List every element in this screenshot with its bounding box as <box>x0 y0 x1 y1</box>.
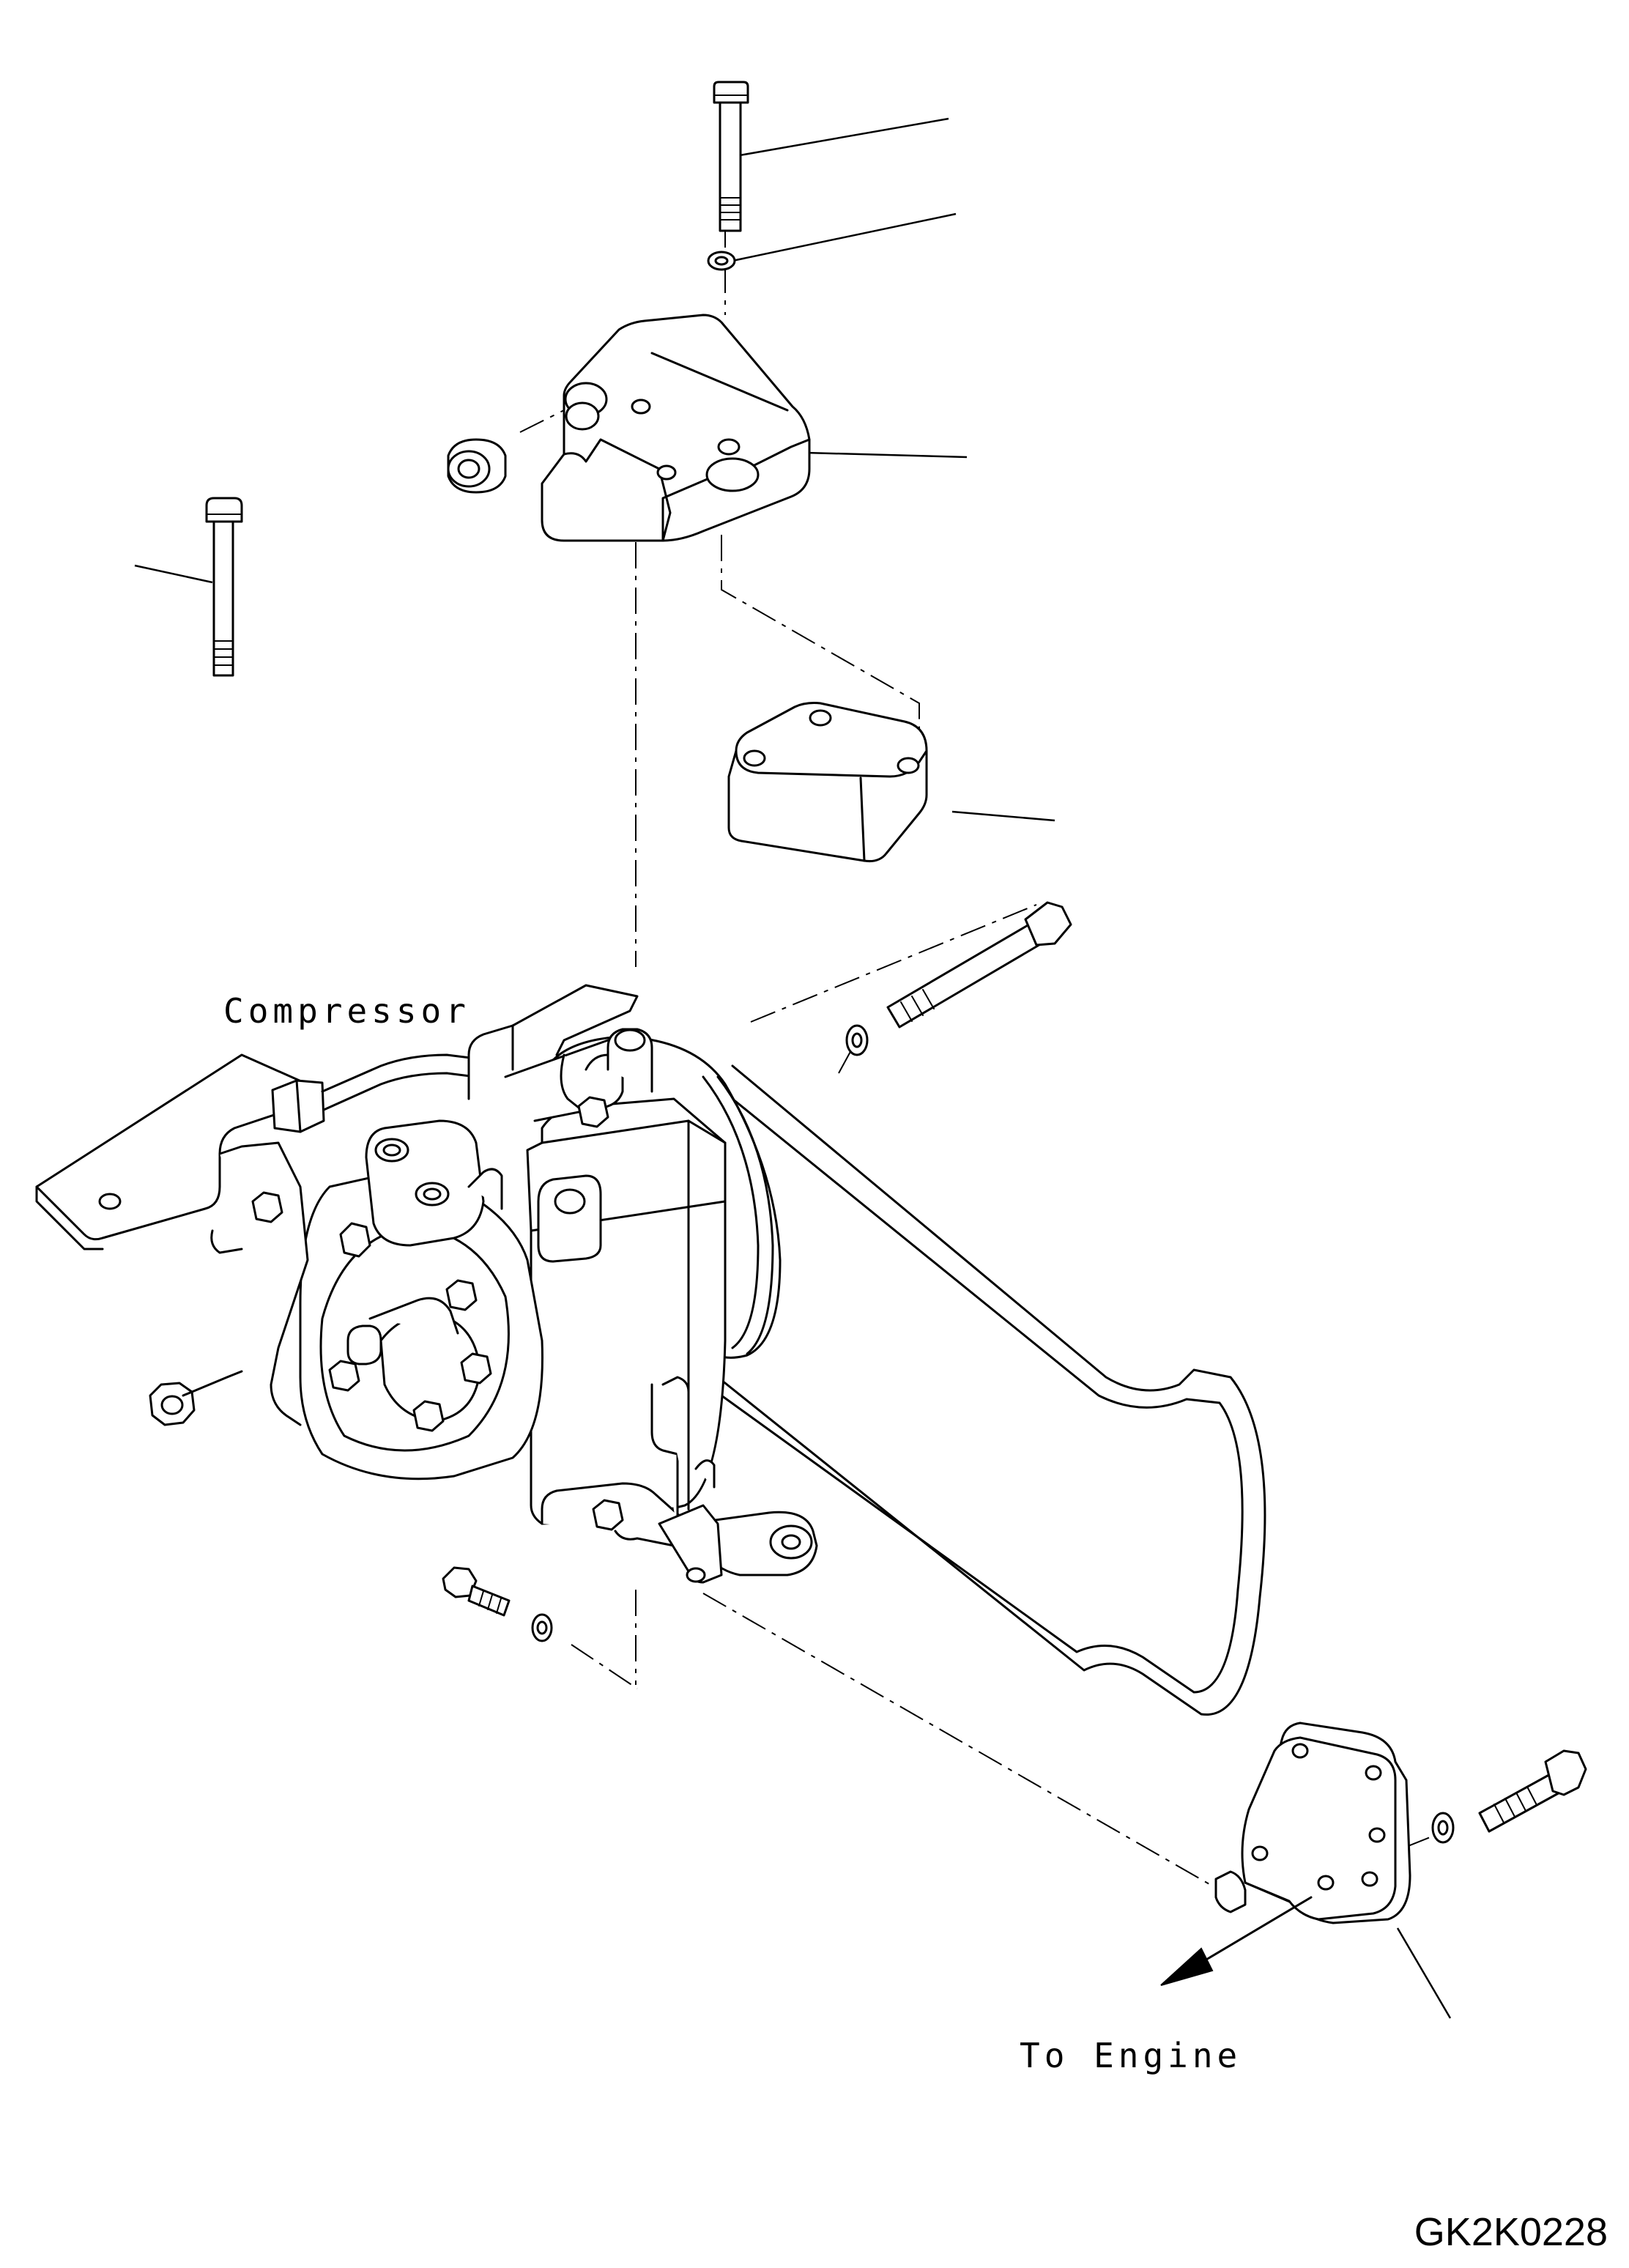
left-mounting-arm <box>35 1053 313 1426</box>
compressor-head-fitting <box>365 1119 503 1247</box>
top-washer <box>707 251 736 271</box>
engine-bracket-bolt <box>1478 1749 1587 1833</box>
drive-belt <box>716 1064 1266 1716</box>
compressor-body <box>526 1097 727 1525</box>
bushing-nut <box>447 438 507 494</box>
engine-bracket-washer <box>1431 1812 1455 1844</box>
compressor-label: Compressor <box>223 991 470 1031</box>
to-engine-label: To Engine <box>1020 2036 1242 2075</box>
lower-small-washer <box>531 1613 553 1642</box>
housing-bolts <box>328 1222 492 1432</box>
compressor-top-fittings <box>467 984 653 1128</box>
lower-small-bolt <box>442 1566 511 1617</box>
spacer-block <box>727 702 928 862</box>
top-bolt <box>713 81 749 232</box>
lower-tensioner-bracket <box>541 1376 818 1584</box>
left-long-bolt <box>205 497 243 677</box>
to-engine-arrow <box>1160 1896 1313 1986</box>
left-hex-nut <box>149 1370 243 1426</box>
engine-bracket-plate <box>1214 1722 1411 1924</box>
right-washer <box>845 1024 869 1056</box>
electrical-connector <box>271 1053 478 1133</box>
upper-bracket <box>541 314 811 542</box>
right-diagonal-bolt <box>886 901 1072 1029</box>
drawing-code: GK2K0228 <box>1414 2210 1608 2254</box>
assembly-center-lines <box>519 176 1436 1891</box>
leader-lines <box>134 117 1452 2019</box>
